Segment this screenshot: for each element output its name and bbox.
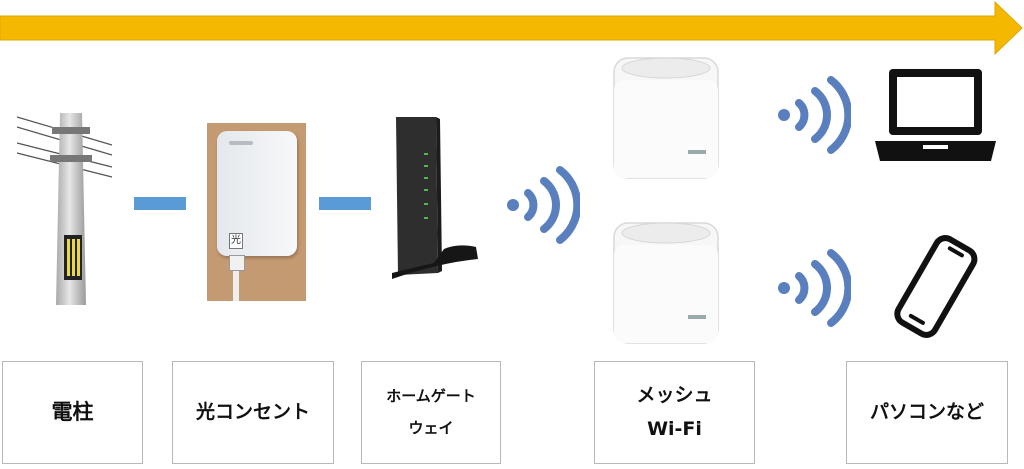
home-gateway-icon: [392, 117, 478, 279]
utility-pole-icon: [16, 113, 113, 305]
flow-arrow: [0, 0, 1023, 56]
wifi-signal-icon: [507, 166, 580, 244]
label-line: ウェイ: [408, 418, 454, 437]
wifi-signal-icon: [778, 249, 851, 327]
label-line: パソコンなど: [869, 400, 984, 423]
label-line: 光コンセント: [195, 400, 310, 423]
optical-outlet-icon: 光: [207, 123, 306, 301]
label-line: ホームゲート: [386, 387, 476, 405]
label-box-mesh: メッシュ Wi-Fi: [594, 361, 755, 464]
wifi-signal-icon: [778, 76, 851, 154]
link-outlet-gateway: [319, 197, 371, 210]
laptop-icon: [875, 69, 996, 161]
label-box-pole: 電柱: [2, 361, 143, 464]
label-box-pc: パソコンなど: [846, 361, 1008, 464]
outlet-plate-text: 光: [229, 233, 243, 249]
link-pole-outlet: [134, 197, 186, 210]
mesh-router-icon: [613, 222, 719, 344]
label-box-outlet: 光コンセント: [172, 361, 334, 464]
mesh-router-icon: [613, 57, 719, 179]
label-box-gateway: ホームゲート ウェイ: [361, 361, 501, 464]
smartphone-icon: [894, 235, 978, 338]
label-line: メッシュ: [636, 384, 713, 407]
label-line: 電柱: [51, 400, 94, 425]
label-line: Wi-Fi: [647, 417, 702, 440]
